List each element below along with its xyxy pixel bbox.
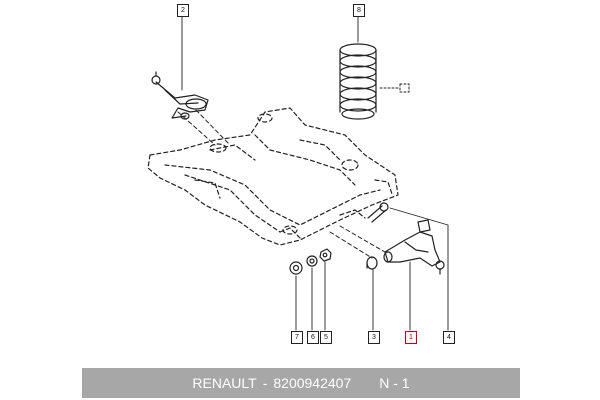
lower-right-arm [383, 231, 445, 275]
callout-6: 6 [307, 331, 319, 344]
coil-spring [339, 43, 377, 120]
washer-6 [306, 255, 318, 267]
callout-7: 7 [291, 331, 303, 344]
upper-left-arm [151, 71, 209, 120]
callout-2: 2 [177, 4, 189, 17]
pivot-block [417, 219, 431, 233]
nut-5 [319, 248, 332, 262]
bushing-3 [366, 256, 378, 270]
brand-label: RENAULT [192, 375, 257, 391]
bolt-4 [367, 202, 389, 223]
callout-3: 3 [368, 331, 380, 344]
bushing-7 [289, 261, 303, 275]
part-number: 8200942407 [273, 375, 352, 391]
position-label: N - 1 [379, 375, 410, 391]
callout-4: 4 [443, 331, 455, 344]
suspension-exploded-diagram [147, 13, 449, 331]
callout-5: 5 [320, 331, 332, 344]
part-info-footer: RENAULT - 8200942407 N - 1 [82, 368, 520, 398]
subframe [147, 107, 399, 246]
callout-8: 8 [353, 4, 365, 17]
separator: - [262, 375, 268, 391]
spring-seat-icon [379, 83, 410, 93]
callout-1-highlighted: 1 [405, 331, 417, 344]
